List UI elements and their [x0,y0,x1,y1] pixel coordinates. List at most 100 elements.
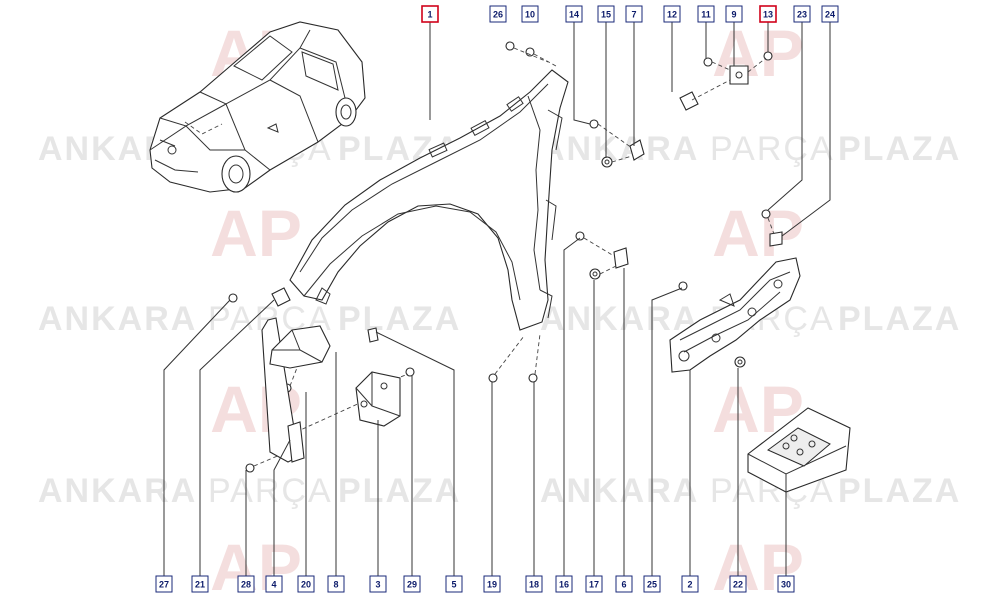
callout-box [759,5,777,23]
fender-panel [289,69,569,331]
watermark-logo: AP [712,16,804,90]
callout-box [155,575,173,593]
callout-24: 24 [821,5,839,23]
callout-23: 23 [793,5,811,23]
callout-number: 17 [589,580,599,590]
callout-box [265,575,283,593]
callout-box [597,5,615,23]
callout-number: 29 [407,580,417,590]
callout-21: 21 [191,575,209,593]
callout-1: 1 [421,5,439,23]
callout-19: 19 [483,575,501,593]
callout-26: 26 [489,5,507,23]
callout-box [681,575,699,593]
callout-number: 15 [601,10,611,20]
leader-lines [163,22,831,576]
callout-box [615,575,633,593]
callout-box [521,5,539,23]
callout-box [725,5,743,23]
watermark-word-plaza: PLAZA [338,300,461,338]
callout-box [793,5,811,23]
callout-box [585,575,603,593]
callout-number: 27 [159,580,169,590]
callout-number: 3 [375,580,380,590]
watermark-word-plaza: PLAZA [838,130,961,168]
callout-number: 6 [621,580,626,590]
callout-box [327,575,345,593]
callouts-top-row: 1 26 10 14 15 7 12 11 9 13 23 24 [421,5,839,23]
callout-number: 20 [301,580,311,590]
callout-7: 7 [625,5,643,23]
watermark-word-ankara: ANKARA [38,300,197,338]
callout-box [555,575,573,593]
callout-number: 12 [667,10,677,20]
fastener-kit-box [747,407,851,493]
callout-box [403,575,421,593]
callout-box [625,5,643,23]
callout-20: 20 [297,575,315,593]
callout-18: 18 [525,575,543,593]
callout-number: 24 [825,10,835,20]
watermark-word-plaza: PLAZA [838,472,961,510]
callout-box [483,575,501,593]
callout-13: 13 [759,5,777,23]
callout-box [525,575,543,593]
callout-number: 9 [731,10,736,20]
callout-box [489,5,507,23]
callout-number: 30 [781,580,791,590]
callout-number: 2 [687,580,692,590]
callout-number: 5 [451,580,456,590]
car-illustration [149,21,366,193]
callout-22: 22 [729,575,747,593]
callout-29: 29 [403,575,421,593]
callout-box [729,575,747,593]
watermark-logo: AP [210,196,302,270]
callout-number: 26 [493,10,503,20]
watermark-word-parca: PARÇA [208,472,333,510]
callout-17: 17 [585,575,603,593]
watermark-logo: AP [712,196,804,270]
callout-box [565,5,583,23]
callout-box [777,575,795,593]
watermark-row-2: ANKARA PARÇA PLAZA ANKARA PARÇA PLAZA [38,300,961,338]
callout-6: 6 [615,575,633,593]
watermark-word-ankara: ANKARA [540,472,699,510]
callout-number: 28 [241,580,251,590]
callout-number: 23 [797,10,807,20]
callout-number: 10 [525,10,535,20]
callout-box [643,575,661,593]
callout-5: 5 [445,575,463,593]
callout-number: 19 [487,580,497,590]
callout-27: 27 [155,575,173,593]
callout-number: 7 [631,10,636,20]
callout-box [663,5,681,23]
right-side-bracket [669,257,801,373]
callout-25: 25 [643,575,661,593]
callout-number: 16 [559,580,569,590]
callout-box [821,5,839,23]
callout-12: 12 [663,5,681,23]
callout-number: 14 [569,10,579,20]
watermark-word-plaza: PLAZA [838,300,961,338]
callout-number: 22 [733,580,743,590]
callout-box [369,575,387,593]
callout-10: 10 [521,5,539,23]
watermark-logos: APAPAPAPAPAPAPAP [210,16,804,600]
callout-number: 11 [701,10,711,20]
callout-14: 14 [565,5,583,23]
callout-number: 1 [427,10,432,20]
callout-box [697,5,715,23]
callout-number: 25 [647,580,657,590]
lower-bracket-assembly [261,287,401,463]
callout-3: 3 [369,575,387,593]
callout-2: 2 [681,575,699,593]
callout-number: 21 [195,580,205,590]
callout-box [191,575,209,593]
callout-number: 18 [529,580,539,590]
callout-4: 4 [265,575,283,593]
watermark-word-ankara: ANKARA [38,472,197,510]
callout-8: 8 [327,575,345,593]
watermark-word-parca: PARÇA [710,130,835,168]
